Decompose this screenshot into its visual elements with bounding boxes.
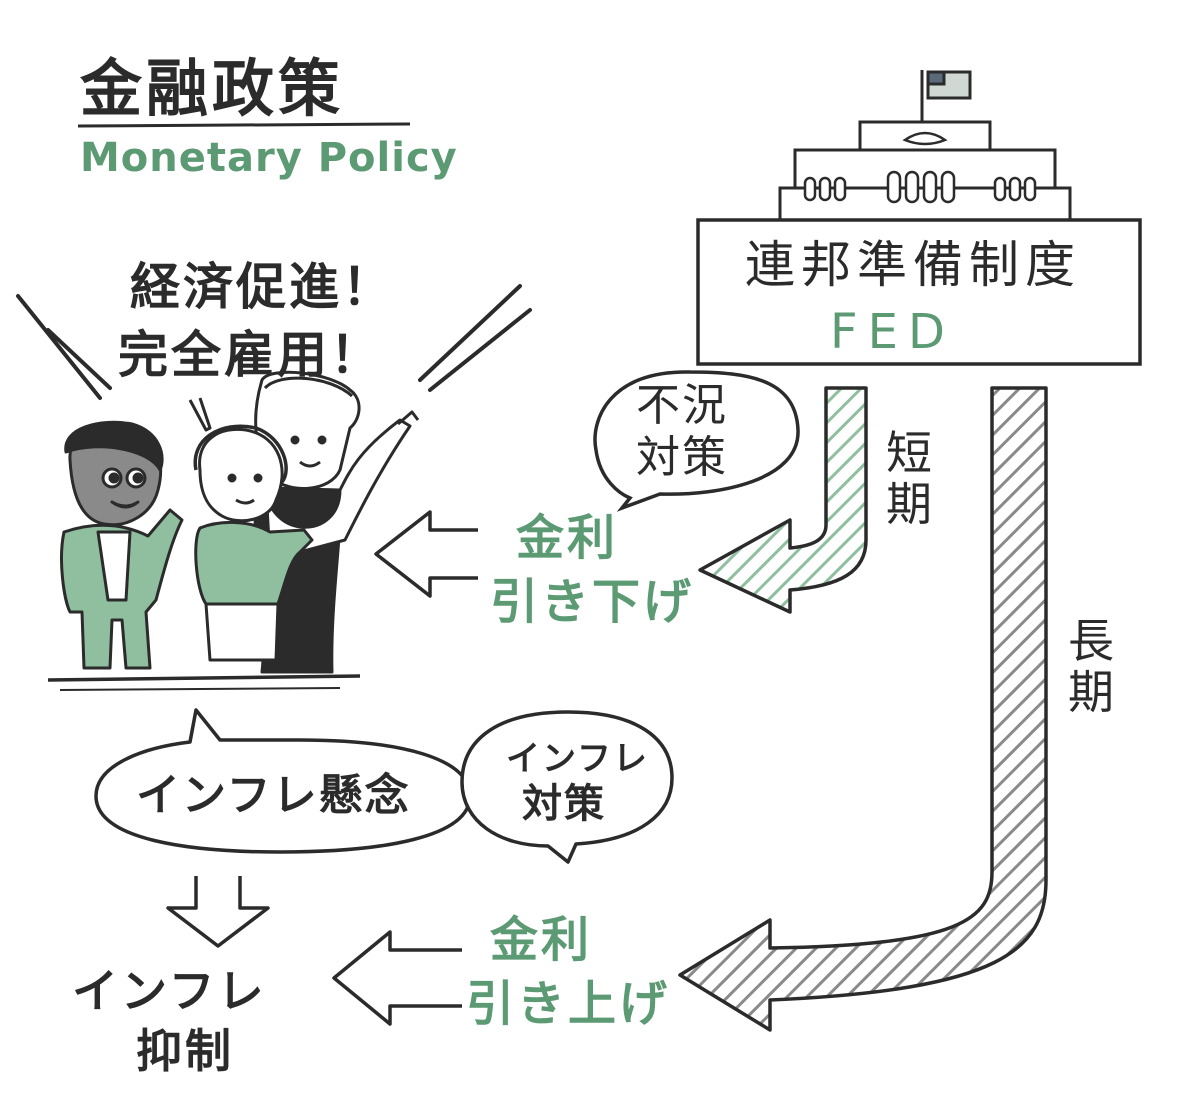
shout-economic-promotion: 経済促進！: [130, 258, 395, 316]
recession-bubble-line-1: 不況: [636, 380, 728, 431]
inflation-measure-line-2: 対策: [522, 781, 606, 827]
rate-hike-label-line-1: 金利: [490, 912, 593, 968]
rate-cut-label-line-2: 引き下げ: [490, 574, 695, 630]
inflation-control-line-1: インフレ: [72, 964, 267, 1018]
excitement-lines: [16, 284, 532, 400]
fed-abbreviation: FED: [830, 304, 955, 360]
recession-speech-bubble: [593, 370, 800, 512]
people-group-illustration: [47, 370, 420, 691]
down-arrow: [166, 876, 270, 948]
shout-full-employment: 完全雇用！: [118, 326, 383, 384]
inflation-control-line-2: 抑制: [136, 1024, 234, 1078]
fed-full-name: 連邦準備制度: [745, 236, 1081, 294]
recession-bubble-line-2: 対策: [636, 432, 728, 483]
rate-hike-arrow: [332, 930, 462, 1026]
rate-hike-label-line-2: 引き上げ: [466, 976, 671, 1032]
fed-box: [696, 218, 1142, 366]
short-term-label: 短期: [886, 426, 932, 531]
long-term-arrow: [678, 386, 1048, 1032]
page-subtitle: Monetary Policy: [80, 135, 458, 181]
rate-cut-label-line-1: 金利: [516, 510, 619, 566]
rate-cut-arrow: [374, 510, 478, 598]
inflation-concern-text: インフレ懸念: [136, 770, 411, 821]
inflation-measure-bubble: [460, 710, 674, 864]
short-term-arrow: [698, 386, 868, 614]
inflation-concern-bubble: [94, 708, 472, 854]
page-title: 金融政策: [80, 52, 345, 125]
fed-building-icon: [778, 70, 1072, 222]
title-underline: [77, 122, 411, 128]
long-term-label: 長期: [1068, 614, 1114, 719]
inflation-measure-line-1: インフレ: [506, 739, 649, 779]
